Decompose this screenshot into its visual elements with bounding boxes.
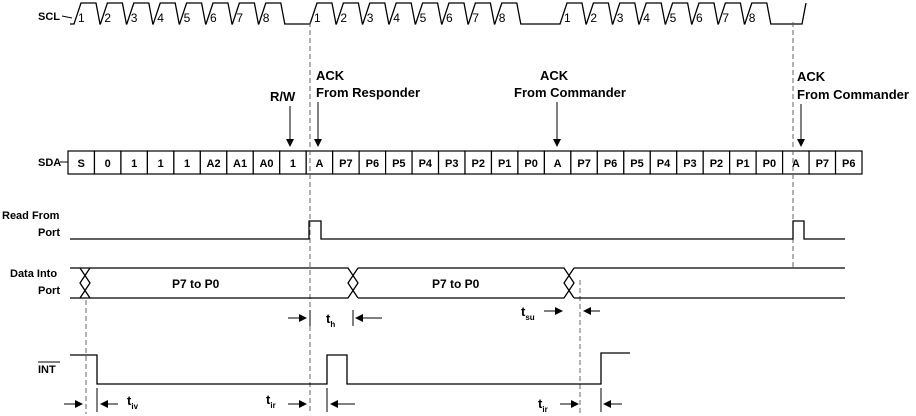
scl-clock-number: 6 — [446, 11, 453, 25]
scl-clock-number: 1 — [564, 11, 571, 25]
tir2-label: tir — [538, 396, 548, 414]
scl-clock-number: 8 — [749, 11, 756, 25]
scl-clock-number: 5 — [670, 11, 677, 25]
tir2-sub: ir — [542, 405, 547, 414]
sda-bit-label: P4 — [657, 158, 671, 170]
sda-bit-label: A2 — [207, 158, 221, 170]
scl-clock-number: 7 — [236, 11, 243, 25]
sda-bit-label: P6 — [366, 158, 379, 170]
sda-bit-label: A — [315, 158, 323, 170]
data-label-2: P7 to P0 — [432, 277, 480, 291]
scl-clock-number: 5 — [184, 11, 191, 25]
scl-label: SCL — [38, 11, 60, 23]
ack-commander-2-callout-1: ACK — [797, 69, 826, 84]
th-sub: h — [330, 320, 335, 329]
sda-bit-label: P5 — [630, 158, 643, 170]
sda-bit-label: P6 — [842, 158, 855, 170]
scl-waveform: 1 2 3 4 5 6 7 8 1 2 3 4 5 6 7 8 1 2 3 4 5 6 7 8 — [70, 2, 807, 25]
sda-bit-label: P1 — [736, 158, 749, 170]
sda-bit-label: P5 — [392, 158, 405, 170]
sda-bit-label: 1 — [184, 158, 190, 170]
tir1-main: t — [266, 392, 271, 407]
scl-clock-number: 4 — [393, 11, 400, 25]
th-main: t — [326, 311, 331, 326]
sda-bit-label: 1 — [131, 158, 137, 170]
scl-clock-number: 4 — [157, 11, 164, 25]
tir1-sub: ir — [270, 401, 275, 410]
scl-clock-number: 6 — [696, 11, 703, 25]
sda-label: SDA — [38, 157, 61, 169]
sda-bit-label: A — [554, 158, 562, 170]
ack-commander-1-callout-2: From Commander — [514, 85, 626, 100]
sda-bit-label: P7 — [577, 158, 590, 170]
data-label-1: P7 to P0 — [172, 277, 220, 291]
scl-line — [70, 2, 807, 25]
sda-bit-label: P0 — [763, 158, 776, 170]
sda-bit-label: P7 — [816, 158, 829, 170]
sda-bit-label: P2 — [471, 158, 484, 170]
rw-callout: R/W — [270, 89, 296, 104]
scl-clock-number: 6 — [210, 11, 217, 25]
tir1-label: tir — [266, 392, 276, 410]
sda-bit-label: P3 — [683, 158, 696, 170]
ack-commander-1-callout-1: ACK — [540, 68, 569, 83]
ack-commander-2-callout-2: From Commander — [797, 87, 909, 102]
read-from-port-waveform — [70, 220, 845, 240]
scl-clock-number: 3 — [131, 11, 138, 25]
scl-clock-number: 8 — [499, 11, 506, 25]
data-into-port-label-2: Port — [38, 285, 60, 297]
scl-clock-number: 3 — [367, 11, 374, 25]
tiv-sub: iv — [131, 402, 138, 411]
tiv-main: t — [127, 393, 132, 408]
scl-clock-number: 7 — [722, 11, 729, 25]
scl-clock-number: 4 — [643, 11, 650, 25]
sda-bit-label: 1 — [290, 158, 296, 170]
sda-bit-sequence: S 0 1 1 1 A2 A1 A0 1 A P7 P6 P5 P4 P3 P2 P1 P0 A P7 P6 P5 P4 P3… — [67, 150, 863, 175]
tir2-main: t — [538, 396, 543, 411]
tsu-label: tsu — [521, 304, 535, 322]
sda-bit-label: A0 — [259, 158, 273, 170]
scl-label-lead — [61, 15, 73, 19]
tsu-main: t — [521, 304, 526, 319]
read-from-port-label-1: Read From — [2, 210, 60, 222]
scl-clock-number: 2 — [104, 11, 111, 25]
ack-responder-callout-2: From Responder — [316, 85, 420, 100]
scl-clock-number: 8 — [263, 11, 270, 25]
sda-bit-label: P1 — [498, 158, 511, 170]
scl-clock-number: 1 — [314, 11, 321, 25]
sda-bit-label: P0 — [524, 158, 537, 170]
int-label: INT — [38, 364, 56, 376]
sda-bit-label: 1 — [158, 158, 164, 170]
scl-clock-number: 1 — [78, 11, 85, 25]
data-into-port-label-1: Data Into — [10, 268, 57, 280]
scl-clock-number: 2 — [340, 11, 347, 25]
th-label: th — [326, 311, 335, 329]
ack-responder-callout-1: ACK — [316, 68, 345, 83]
sda-bit-label: P7 — [339, 158, 352, 170]
data-into-port-waveform — [70, 267, 845, 299]
sda-bit-box — [834, 150, 863, 175]
sda-bit-label: 0 — [105, 158, 111, 170]
sda-bit-label: S — [78, 158, 85, 170]
sda-bit-label: P2 — [710, 158, 723, 170]
sda-bit-label: P4 — [419, 158, 433, 170]
scl-clock-number: 5 — [420, 11, 427, 25]
tiv-label: tiv — [127, 393, 139, 411]
sda-bit-label: P3 — [445, 158, 458, 170]
tsu-sub: su — [525, 313, 534, 322]
sda-bit-label: P6 — [604, 158, 617, 170]
scl-clock-number: 7 — [472, 11, 479, 25]
int-waveform — [70, 352, 630, 385]
scl-clock-number: 2 — [590, 11, 597, 25]
sda-bit-label: A — [792, 158, 800, 170]
sda-bit-label: A1 — [233, 158, 247, 170]
scl-clock-number: 3 — [617, 11, 624, 25]
read-from-port-label-2: Port — [38, 227, 60, 239]
